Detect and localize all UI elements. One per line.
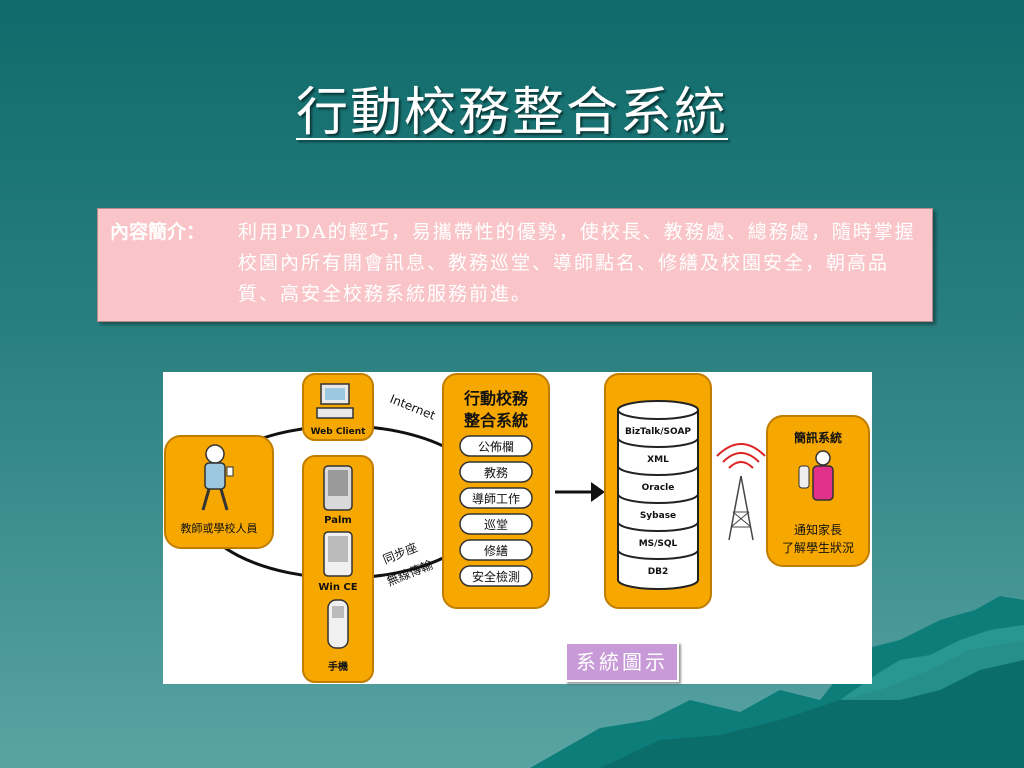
module-pill xyxy=(459,435,533,457)
module-label: 修繕 xyxy=(484,543,508,558)
system-title-line2: 整合系統 xyxy=(463,411,528,430)
system-diagram: 教師或學校人員 Web Client Palm Win CE 手機 Intern… xyxy=(163,372,872,684)
diagram-caption: 系統圖示 xyxy=(565,642,679,682)
intro-box: 內容簡介： 利用PDA的輕巧，易攜帶性的優勢，使校長、教務處、總務處，隨時掌握校… xyxy=(97,208,933,322)
database-layer-label: XML xyxy=(647,455,669,465)
intro-label: 內容簡介： xyxy=(110,221,206,243)
arrow-head xyxy=(591,482,605,502)
user-box xyxy=(164,435,274,549)
palm-label: Palm xyxy=(324,515,352,526)
database-layer-label: DB2 xyxy=(648,567,669,577)
database-layer-divider xyxy=(617,521,699,532)
wince-icon xyxy=(323,531,353,577)
module-label: 教務 xyxy=(484,465,508,480)
module-pill xyxy=(459,513,533,535)
module-label: 導師工作 xyxy=(472,492,520,506)
database-layer-label: Sybase xyxy=(640,511,676,521)
user-label: 教師或學校人員 xyxy=(181,521,258,535)
database-layer-divider xyxy=(617,465,699,476)
intro-text: 利用PDA的輕巧，易攜帶性的優勢，使校長、教務處、總務處，隨時掌握校園內所有開會… xyxy=(238,221,916,305)
module-label: 公佈欄 xyxy=(478,439,514,454)
database-layer-label: BizTalk/SOAP xyxy=(625,427,691,437)
database-layer-divider xyxy=(617,493,699,504)
web-client-label: Web Client xyxy=(311,427,367,437)
internet-label: Internet xyxy=(388,392,438,423)
teacher-icon xyxy=(201,444,234,511)
system-title-line1: 行動校務 xyxy=(463,389,529,408)
database-cylinder-body xyxy=(617,410,699,590)
module-label: 巡堂 xyxy=(484,518,508,532)
module-pill xyxy=(459,565,533,587)
database-layer-label: MS/SQL xyxy=(639,539,678,549)
desktop-computer-icon xyxy=(316,383,354,419)
module-pill xyxy=(459,487,533,509)
slide-title: 行動校務整合系統 xyxy=(295,83,728,143)
module-label: 安全檢測 xyxy=(472,569,520,584)
sms-title: 簡訊系統 xyxy=(794,430,842,445)
palm-icon xyxy=(323,465,353,511)
database-layer-divider xyxy=(617,549,699,560)
antenna-tower-icon xyxy=(716,443,766,541)
module-pill xyxy=(459,461,533,483)
mobile-phone-icon xyxy=(327,599,349,649)
database-layer-divider xyxy=(617,437,699,448)
notify-line2: 了解學生狀況 xyxy=(782,540,854,555)
wince-label: Win CE xyxy=(318,582,357,593)
sync-label: 同步座 xyxy=(381,539,420,566)
phone-label: 手機 xyxy=(328,660,348,673)
notify-line1: 通知家長 xyxy=(794,522,842,537)
database-cylinder-top xyxy=(617,400,699,420)
database-layer-label: Oracle xyxy=(642,483,675,493)
module-pill xyxy=(459,539,533,561)
parent-with-phone-icon xyxy=(798,450,834,501)
